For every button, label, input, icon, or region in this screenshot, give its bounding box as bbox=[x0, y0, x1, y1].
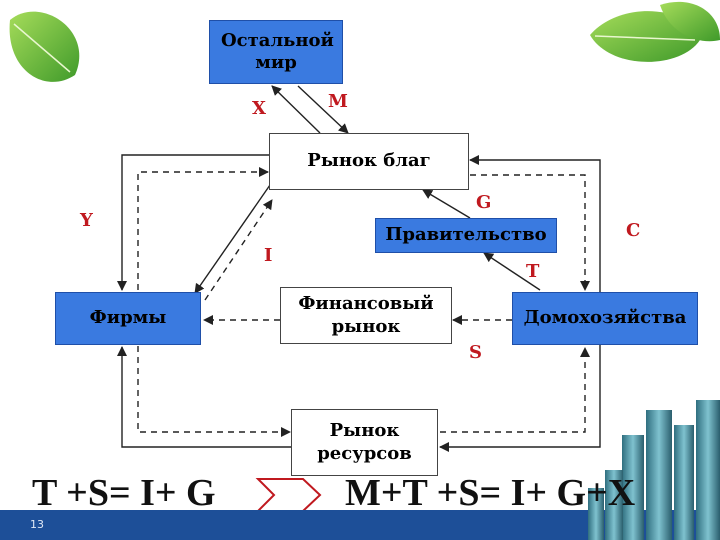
flow-label-m: M bbox=[328, 91, 348, 112]
financial-market-box: Финансовый рынок bbox=[280, 287, 452, 344]
firms-box: Фирмы bbox=[55, 292, 201, 345]
formula-left: T +S= I+ G bbox=[32, 472, 216, 514]
goods-market-box: Рынок благ bbox=[269, 133, 469, 190]
resource-market-box: Рынок ресурсов bbox=[291, 409, 438, 476]
flow-label-t: T bbox=[526, 261, 540, 282]
flow-label-s: S bbox=[469, 342, 482, 363]
flow-label-g: G bbox=[476, 192, 492, 213]
government-box: Правительство bbox=[375, 218, 557, 253]
households-label: Домохозяйства bbox=[523, 307, 687, 329]
firms-label: Фирмы bbox=[89, 307, 167, 329]
flow-label-i: I bbox=[264, 245, 273, 266]
chevron-arrow-icon bbox=[255, 478, 322, 512]
leaf-decoration bbox=[9, 1, 720, 82]
flow-label-x: X bbox=[252, 98, 266, 119]
households-box: Домохозяйства bbox=[512, 292, 698, 345]
city-skyline-decoration bbox=[588, 400, 720, 540]
financial-market-label: Финансовый рынок bbox=[298, 293, 434, 337]
flow-label-c: C bbox=[626, 220, 641, 241]
resource-market-label: Рынок ресурсов bbox=[317, 420, 412, 464]
rest-of-world-box: Остальной мир bbox=[209, 20, 343, 84]
goods-market-label: Рынок благ bbox=[307, 150, 431, 172]
slide-number: 13 bbox=[30, 518, 44, 531]
flow-label-y: Y bbox=[80, 210, 93, 231]
government-label: Правительство bbox=[385, 224, 547, 246]
formula-right: M+T +S= I+ G+X bbox=[345, 472, 636, 514]
rest-of-world-label: Остальной мир bbox=[221, 29, 334, 74]
